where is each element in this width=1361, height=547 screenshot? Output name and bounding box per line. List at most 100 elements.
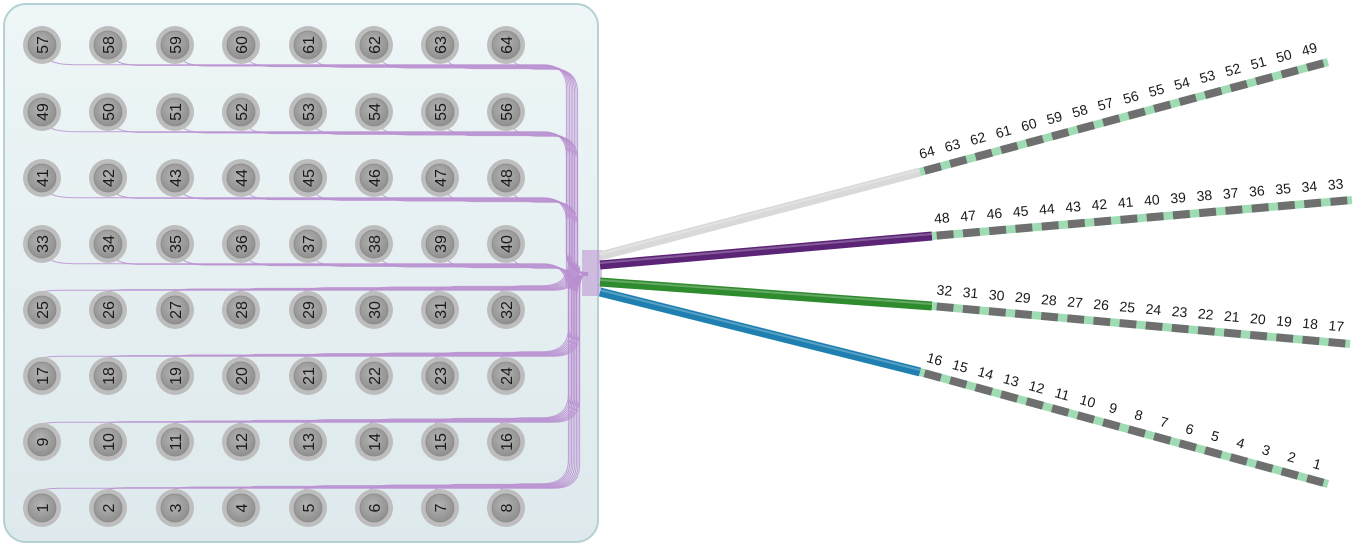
electrode-pad — [359, 493, 389, 523]
lead-contact — [1040, 311, 1059, 322]
electrode-pad — [226, 493, 256, 523]
contact-number: 13 — [1002, 370, 1021, 390]
grid-electrode: 46 — [355, 159, 393, 197]
electrode-pad — [160, 229, 190, 259]
electrode-pad — [226, 229, 256, 259]
electrode-number: 24 — [499, 367, 516, 385]
grid-electrode: 37 — [289, 225, 327, 263]
lead-contact — [1051, 404, 1070, 417]
contact-number: 38 — [1196, 187, 1213, 204]
lead-contact — [1076, 121, 1095, 134]
electrode-number: 63 — [433, 36, 450, 54]
lead-contact — [1041, 221, 1059, 231]
grid-electrode: 30 — [355, 291, 393, 329]
lead-contact — [1229, 453, 1248, 466]
contact-number: 1 — [1311, 455, 1323, 473]
electrode-number: 53 — [301, 103, 318, 121]
electrode-number: 61 — [301, 36, 318, 54]
grid-electrode: 48 — [487, 159, 525, 197]
electrode-pad — [27, 97, 57, 127]
contact-number: 63 — [943, 135, 962, 155]
lead-contact — [1328, 338, 1346, 348]
electrode-pad — [27, 229, 57, 259]
lead-contact — [1067, 218, 1086, 229]
grid-electrode: 9 — [23, 423, 61, 461]
lead-contact — [1119, 319, 1137, 329]
grid-electrode: 58 — [89, 26, 127, 64]
electrode-number: 29 — [301, 301, 318, 319]
contact-number: 37 — [1222, 185, 1239, 202]
electrode-number: 27 — [168, 301, 185, 319]
lead-contact — [1171, 323, 1189, 334]
lead-contact — [1093, 216, 1112, 227]
electrode-pad — [491, 163, 521, 193]
electrode-pad — [359, 30, 389, 60]
electrode-number: 64 — [499, 36, 516, 54]
grid-electrode: 22 — [355, 357, 393, 395]
contact-number: 11 — [1053, 384, 1071, 403]
electrode-pad — [293, 97, 323, 127]
contact-number: 48 — [933, 209, 950, 226]
electrode-pad — [359, 295, 389, 325]
lead-contact — [1015, 223, 1033, 233]
contact-number: 7 — [1158, 413, 1170, 431]
electrode-pad — [27, 361, 57, 391]
electrode-pad — [93, 427, 123, 457]
lead-contact — [1153, 432, 1172, 445]
grid-electrode: 14 — [355, 423, 393, 461]
grid-electrode: 27 — [156, 291, 194, 329]
lead-contact — [988, 307, 1007, 317]
electrode-number: 44 — [234, 169, 251, 187]
lead-contact — [949, 376, 968, 389]
lead-contact — [974, 148, 993, 161]
grid-electrode: 61 — [289, 26, 327, 64]
electrode-number: 41 — [35, 169, 52, 187]
electrode-pad — [160, 493, 190, 523]
electrode-number: 23 — [433, 367, 450, 385]
electrode-pad — [491, 97, 521, 127]
lead-contact — [1302, 335, 1320, 346]
lead-contact — [1014, 309, 1033, 320]
electrode-pad — [226, 361, 256, 391]
electrode-pad — [491, 295, 521, 325]
electrode-number: 47 — [433, 169, 450, 187]
contact-number: 31 — [962, 284, 979, 301]
contact-number: 21 — [1223, 308, 1240, 325]
electrode-pad — [27, 30, 57, 60]
contact-number: 6 — [1184, 420, 1196, 438]
electrode-number: 21 — [301, 367, 318, 385]
electrode-number: 3 — [168, 503, 185, 512]
contact-number: 22 — [1197, 305, 1214, 322]
grid-electrode: 50 — [89, 93, 127, 131]
grid-electrode: 42 — [89, 159, 127, 197]
contact-number: 33 — [1327, 176, 1344, 193]
lead-contact — [1146, 212, 1164, 222]
grid-electrode: 24 — [487, 357, 525, 395]
electrode-number: 49 — [35, 103, 52, 121]
grid-electrode: 34 — [89, 225, 127, 263]
lead-cable — [598, 287, 922, 377]
trace-line — [365, 274, 589, 495]
grid-electrode: 49 — [23, 93, 61, 131]
electrode-number: 45 — [301, 169, 318, 187]
lead-contact — [1127, 107, 1146, 120]
lead-contact — [1198, 207, 1217, 218]
electrode-number: 9 — [35, 437, 52, 446]
trace-line — [431, 274, 589, 495]
contact-number: 25 — [1119, 298, 1136, 315]
lead-contact — [1102, 114, 1121, 127]
contact-number: 9 — [1107, 399, 1119, 417]
electrode-number: 31 — [433, 301, 450, 319]
contact-number: 26 — [1093, 296, 1110, 313]
electrode-number: 10 — [101, 433, 118, 451]
contact-number: 19 — [1276, 312, 1293, 329]
contact-number: 56 — [1121, 87, 1140, 107]
contact-number: 42 — [1091, 196, 1108, 213]
grid-electrode: 41 — [23, 159, 61, 197]
contact-number: 15 — [951, 356, 970, 376]
lead-contact — [1153, 100, 1172, 113]
contact-number: 20 — [1249, 310, 1266, 327]
grid-electrode: 36 — [222, 225, 260, 263]
